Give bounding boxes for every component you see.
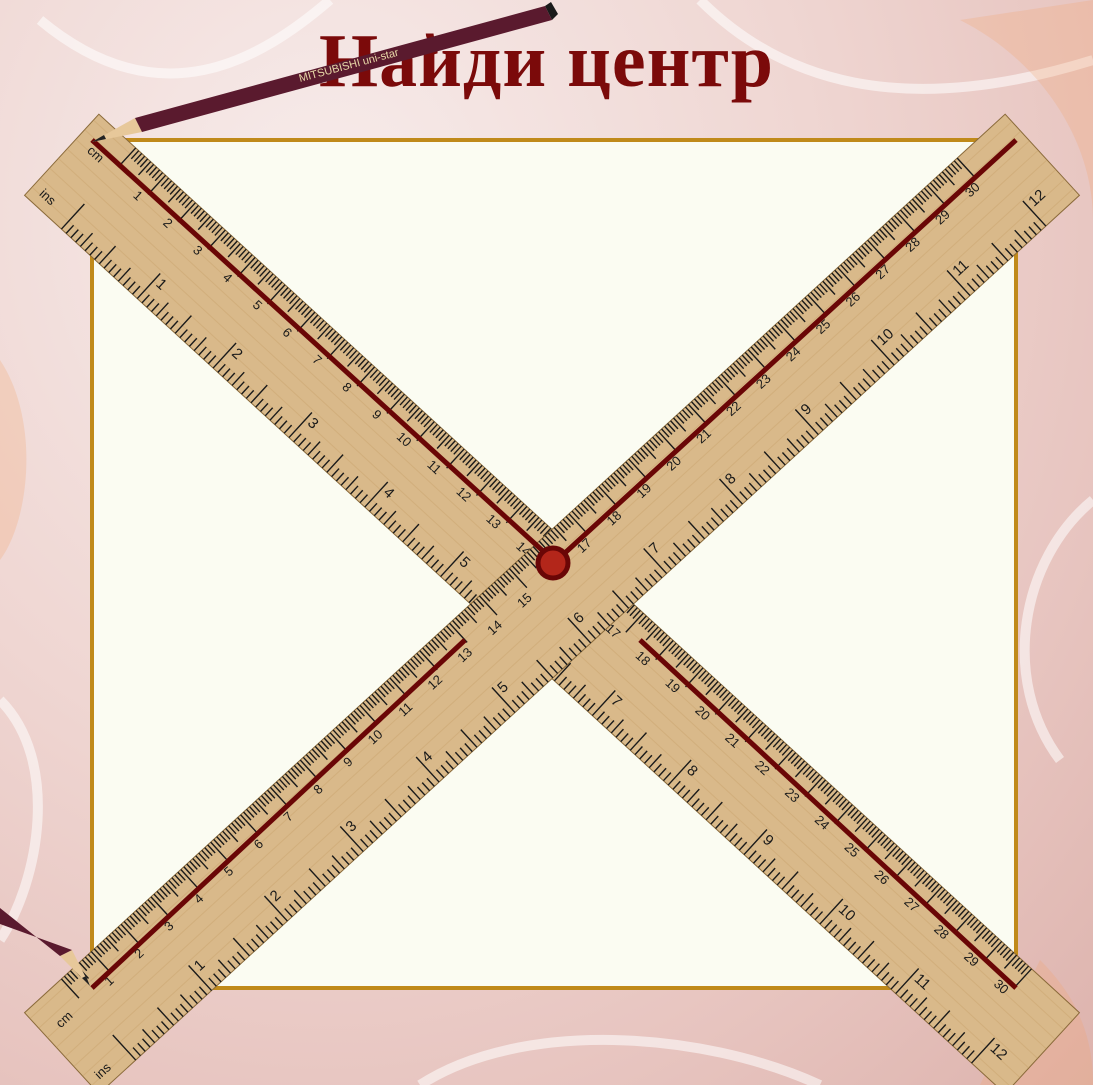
center-point-icon[interactable]: [538, 548, 568, 578]
